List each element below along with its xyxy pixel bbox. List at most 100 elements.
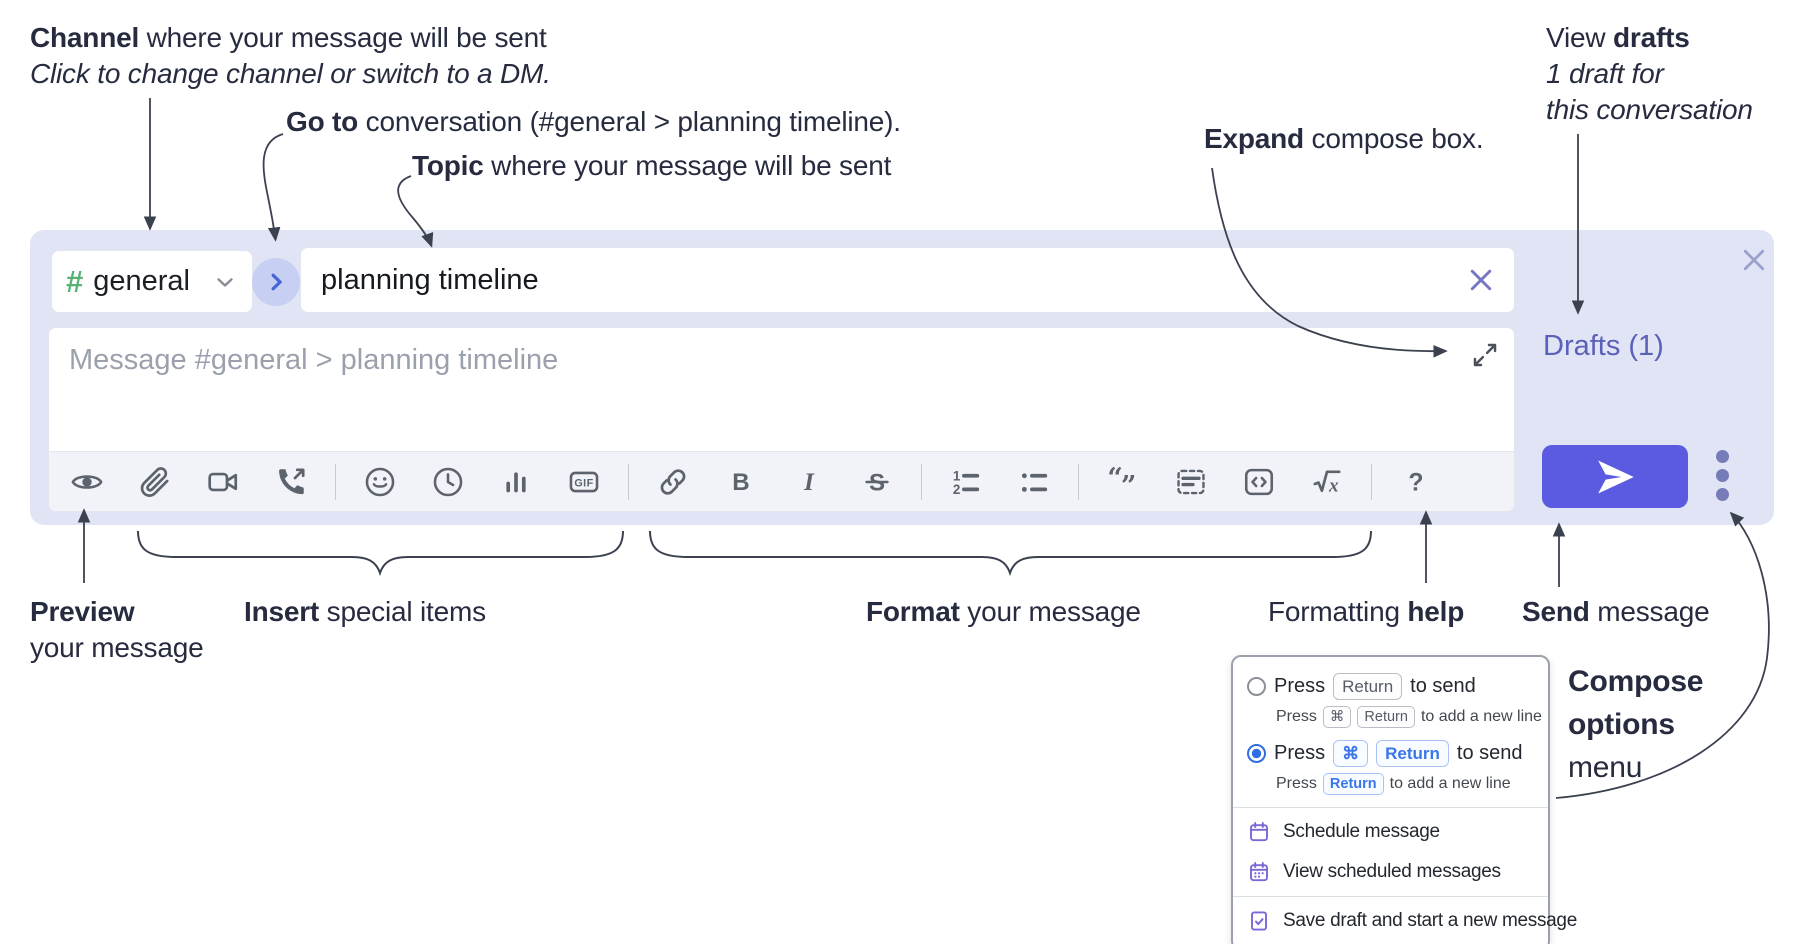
channel-selector[interactable]: # general	[51, 250, 253, 313]
popup-text: Press	[1274, 675, 1326, 697]
topic-input[interactable]: planning timeline	[300, 247, 1515, 313]
preview-icon	[71, 474, 103, 489]
brace-format	[649, 530, 1372, 577]
svg-text:1: 1	[953, 468, 961, 483]
keyboard-key: ⌘	[1333, 740, 1369, 767]
annotation-formatting-help: Formatting help	[1268, 596, 1465, 627]
annotation-expand: Expand compose box.	[1204, 123, 1484, 154]
popup-text: to send	[1456, 742, 1523, 764]
popup-text: Press	[1276, 775, 1317, 792]
toolbar-divider	[335, 463, 336, 500]
brace-insert	[137, 530, 624, 577]
svg-text:x: x	[1328, 475, 1339, 496]
help-icon: ?	[1408, 469, 1423, 496]
send-option-radio[interactable]	[1247, 677, 1266, 696]
attach-file-icon	[140, 466, 169, 497]
send-option-radio[interactable]	[1247, 744, 1266, 763]
expand-diagonal-icon	[1473, 343, 1497, 367]
send-option-subtext: Press ⌘Return to add a new line	[1276, 706, 1542, 728]
toolbar-divider	[1371, 463, 1372, 500]
math-button[interactable]: x	[1307, 460, 1347, 504]
emoji-icon	[365, 467, 395, 496]
poll-button[interactable]	[496, 460, 536, 504]
send-button[interactable]	[1542, 445, 1688, 508]
numbered-list-icon: 12	[953, 468, 980, 496]
annotation-compose-options: Compose options menu	[1568, 665, 1704, 784]
audio-call-button[interactable]	[271, 460, 311, 504]
channel-name: general	[93, 265, 190, 297]
gif-icon: GIF	[569, 471, 599, 492]
gif-button[interactable]: GIF	[564, 460, 604, 504]
send-option-row[interactable]: Press Return to send	[1247, 673, 1534, 700]
send-option-row[interactable]: Press ⌘Return to send	[1247, 740, 1534, 767]
popup-menu-item-save-draft[interactable]: Save draft and start a new message	[1247, 901, 1577, 941]
calendar-grid-icon	[1250, 862, 1268, 882]
compose-options-menu-button[interactable]	[1702, 442, 1742, 508]
compose-box: # general planning timeline Drafts (1) M…	[30, 230, 1774, 525]
bulleted-list-button[interactable]	[1014, 460, 1054, 504]
close-icon	[1743, 249, 1765, 271]
expand-compose-button[interactable]	[1468, 338, 1502, 372]
keyboard-key: ⌘	[1322, 706, 1352, 728]
video-call-button[interactable]	[203, 460, 243, 504]
annotation-insert: Insert special items	[244, 596, 486, 627]
topic-value: planning timeline	[321, 263, 539, 296]
drafts-link[interactable]: Drafts (1)	[1543, 330, 1664, 362]
code-button[interactable]	[1239, 460, 1279, 504]
popup-text: to add a new line	[1389, 775, 1511, 792]
audio-call-icon	[279, 467, 305, 494]
keyboard-key: Return	[1333, 673, 1403, 700]
annotation-goto: Go to conversation (#general > planning …	[286, 106, 901, 137]
annotation-channel: Channel where your message will be sent …	[30, 22, 551, 89]
time-button[interactable]	[428, 460, 468, 504]
bold-icon: B	[732, 468, 749, 495]
chevron-right-icon	[271, 273, 282, 291]
clear-topic-icon[interactable]	[1466, 265, 1496, 295]
popup-text: to add a new line	[1420, 708, 1542, 725]
overflow-dot	[1715, 487, 1729, 501]
svg-text:“: “	[1107, 465, 1122, 494]
svg-text:I: I	[803, 466, 815, 495]
toolbar-divider	[921, 463, 922, 500]
overflow-dot	[1715, 449, 1729, 463]
popup-menu-label: View scheduled messages	[1283, 861, 1501, 882]
quote-icon: “”	[1107, 465, 1136, 499]
popup-menu-item-view-scheduled[interactable]: View scheduled messages	[1247, 852, 1534, 892]
help-button[interactable]: ?	[1396, 460, 1436, 504]
popup-text: Press	[1274, 742, 1326, 764]
italic-button[interactable]: I	[789, 460, 829, 504]
toolbar-divider	[1078, 463, 1079, 500]
quote-button[interactable]: “”	[1103, 460, 1143, 504]
preview-button[interactable]	[67, 460, 107, 504]
keyboard-key: Return	[1357, 706, 1415, 728]
send-icon	[1598, 460, 1634, 493]
send-option-subtext: Press Return to add a new line	[1276, 773, 1534, 795]
link-button[interactable]	[653, 460, 693, 504]
math-icon: x	[1313, 469, 1341, 496]
spoiler-button[interactable]	[1171, 460, 1211, 504]
svg-text:2: 2	[953, 481, 960, 496]
toolbar-divider	[628, 463, 629, 500]
link-icon	[660, 468, 686, 495]
popup-menu-label: Save draft and start a new message	[1283, 910, 1577, 931]
code-icon	[1244, 468, 1274, 495]
svg-text:”: ”	[1121, 470, 1136, 498]
goto-conversation-button[interactable]	[252, 258, 300, 306]
save-draft-icon	[1251, 911, 1267, 931]
emoji-button[interactable]	[360, 460, 400, 504]
close-compose-button[interactable]	[1736, 242, 1772, 278]
strikethrough-button[interactable]: S	[857, 460, 897, 504]
popup-menu-label: Schedule message	[1283, 821, 1440, 842]
message-input[interactable]: Message #general > planning timeline GIF…	[48, 327, 1515, 512]
spoiler-icon	[1177, 469, 1205, 494]
strikethrough-icon: S	[865, 469, 889, 496]
popup-text: Press	[1276, 708, 1317, 725]
popup-text: to send	[1410, 675, 1476, 697]
connector-goto	[262, 133, 284, 242]
bold-button[interactable]: B	[721, 460, 761, 504]
svg-text:?: ?	[1408, 469, 1423, 496]
popup-menu-item-schedule-message[interactable]: Schedule message	[1247, 812, 1534, 852]
attach-file-button[interactable]	[135, 460, 175, 504]
